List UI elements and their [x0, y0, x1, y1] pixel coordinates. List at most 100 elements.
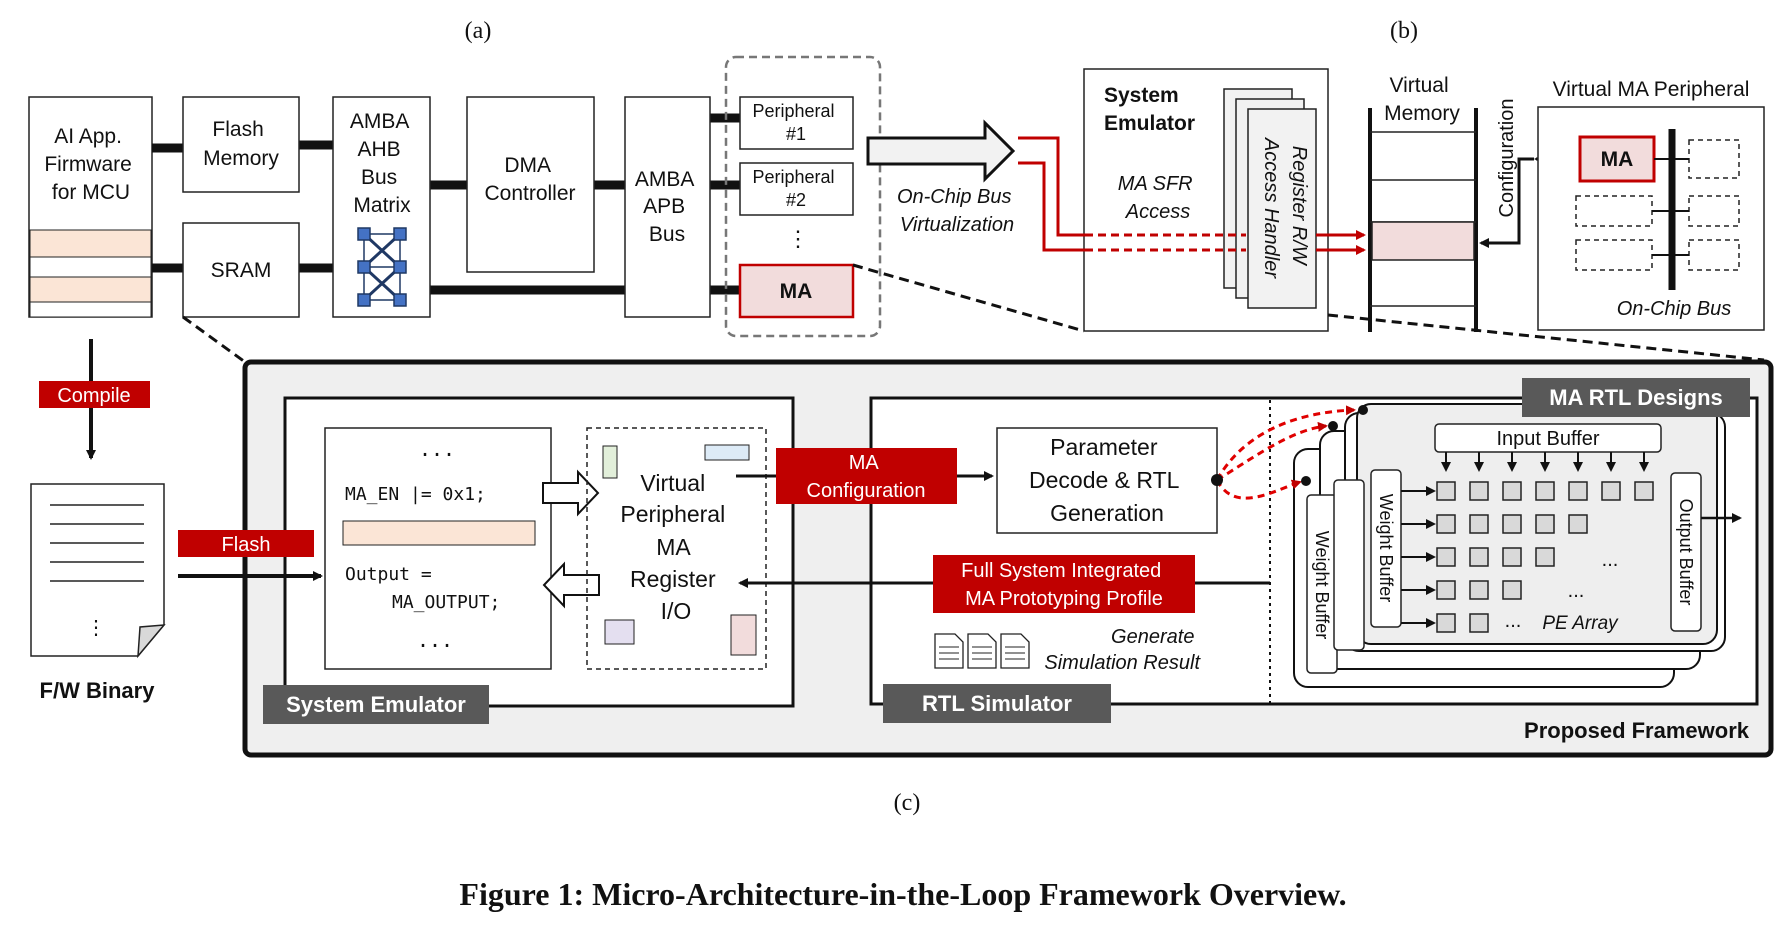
peripheral-2-line1: Peripheral	[752, 167, 834, 187]
pe-cell	[1568, 514, 1588, 534]
result-document-icon-3	[1000, 633, 1030, 669]
system-emulator-b-block: System Emulator MA SFR Access Register R…	[1083, 68, 1329, 332]
pe-cell	[1502, 514, 1522, 534]
flash-memory-line1: Flash	[212, 118, 263, 141]
svg-text:Peripheral #1: Peripheral #1	[752, 101, 839, 144]
svg-text:Register R/W Access Ha: Register R/W Access Handler	[1260, 137, 1310, 279]
apb-bus-block: AMBA APB Bus	[624, 96, 711, 318]
flash-memory-block: Flash Memory	[182, 96, 300, 193]
output-buffer-label: Output Buffer	[1676, 499, 1696, 606]
profile-line2: MA Prototyping Profile	[965, 588, 1163, 610]
apb-line1: AMBA	[635, 168, 695, 191]
flash-label: Flash	[222, 534, 271, 556]
profile-badge: Full System Integrated MA Prototyping Pr…	[933, 555, 1195, 613]
virtual-ma-label: MA	[1601, 148, 1634, 171]
virtual-peripheral-line4: Register	[630, 566, 716, 592]
zoom-lines	[182, 263, 1765, 364]
pe-cell	[1436, 547, 1456, 567]
rtl-target-dot-2	[1328, 421, 1338, 431]
apb-line3: Bus	[649, 223, 685, 246]
ahb-line2: AHB	[357, 138, 400, 161]
generate-line2: Simulation Result	[1044, 652, 1201, 674]
pe-dots-row4: ...	[1568, 580, 1585, 602]
pe-cell	[1436, 481, 1456, 501]
pe-cell	[1436, 514, 1456, 534]
svg-text:Peripheral #2: Peripheral #2	[752, 167, 839, 210]
code-highlight	[342, 520, 536, 546]
output-buffer-block: Output Buffer	[1670, 472, 1702, 632]
proposed-framework-label: Proposed Framework	[1524, 718, 1750, 743]
peripheral-2-block: Peripheral #2	[739, 162, 854, 216]
label-b: (b)	[1390, 18, 1418, 44]
parameter-decode-line3: Generation	[1050, 500, 1164, 526]
code-block: ... MA_EN |= 0x1; Output = MA_OUTPUT; ..…	[324, 427, 552, 670]
profile-line1: Full System Integrated	[961, 560, 1161, 582]
result-document-icon-2	[967, 633, 997, 669]
pe-cell	[1502, 547, 1522, 567]
pe-cell	[1535, 547, 1555, 567]
read-arrow-icon	[542, 561, 600, 609]
weight-buffer-label: Weight Buffer	[1376, 494, 1396, 602]
pe-array-label: PE Array	[1542, 613, 1619, 634]
virtual-ma-peripheral-block: MA On-Chip Bus	[1537, 106, 1765, 331]
weight-buffer-block: Weight Buffer	[1370, 469, 1402, 628]
pe-cell	[1601, 481, 1621, 501]
crossbar-icon	[357, 227, 407, 307]
rtl-target-dot-1	[1358, 405, 1368, 415]
pe-array	[1401, 452, 1654, 633]
virtualization-line1: On-Chip Bus	[897, 186, 1012, 208]
document-icon: ⋮	[30, 483, 166, 659]
virtual-memory-line2: Memory	[1384, 102, 1460, 125]
pe-cell	[1469, 514, 1489, 534]
peripheral-ellipsis: ⋮	[787, 226, 809, 251]
ahb-line3: Bus	[361, 166, 397, 189]
virtual-peripheral-line2: Peripheral	[620, 501, 725, 527]
sram-label: SRAM	[211, 259, 272, 282]
code-line1: MA_EN |= 0x1;	[345, 484, 486, 505]
pe-cell	[1469, 547, 1489, 567]
pe-cell	[1502, 580, 1522, 600]
ma-sfr-line2: Access	[1125, 201, 1190, 223]
virtual-peripheral-block: Virtual Peripheral MA Register I/O	[586, 427, 767, 670]
ma-label: MA	[780, 280, 813, 303]
generate-line1: Generate	[1111, 626, 1194, 648]
svg-text:MA SFR Access: MA SFR Access	[1118, 173, 1198, 223]
firmware-line2: Firmware	[44, 153, 132, 176]
rtl-generation-arrows	[1215, 405, 1356, 500]
system-emulator-tag-label: System Emulator	[286, 692, 466, 717]
svg-text:Virtual Memory: Virtual Memory	[1384, 74, 1460, 125]
firmware-block: AI App. Firmware for MCU	[28, 96, 153, 318]
svg-text:MA Configuration: MA Configuration	[807, 452, 926, 502]
ahb-line4: Matrix	[353, 194, 411, 217]
flash-badge: Flash	[178, 530, 314, 557]
code-line2: Output =	[345, 564, 432, 585]
pe-cell	[1469, 481, 1489, 501]
peripheral-1-block: Peripheral #1	[739, 96, 854, 150]
label-c: (c)	[894, 790, 921, 816]
rtl-target-dot-3	[1301, 476, 1311, 486]
pe-dots-row3: ...	[1602, 549, 1619, 571]
fw-binary-label: F/W Binary	[40, 678, 156, 703]
sram-block: SRAM	[182, 222, 300, 318]
ahb-line1: AMBA	[350, 110, 410, 133]
compile-badge: Compile	[39, 381, 150, 408]
red-connections-b	[1018, 136, 1366, 255]
weight-buffer-back-label: Weight Buffer	[1312, 531, 1332, 639]
pe-cell	[1535, 514, 1555, 534]
code-dots-bottom: ...	[417, 628, 453, 652]
virtualization-arrow	[866, 119, 1016, 183]
ma-rtl-designs-label: MA RTL Designs	[1549, 385, 1723, 410]
pe-cell	[1436, 580, 1456, 600]
bus-links	[152, 113, 740, 295]
virtual-peripheral-line5: I/O	[661, 598, 692, 624]
peripheral-1-line1: Peripheral	[752, 101, 834, 121]
peripheral-1-line2: #1	[786, 124, 806, 144]
compile-label: Compile	[57, 385, 130, 407]
peripheral-region	[724, 55, 882, 338]
system-emulator-tag: System Emulator	[263, 685, 489, 724]
svg-text:⋮: ⋮	[86, 617, 106, 639]
code-line3: MA_OUTPUT;	[392, 592, 500, 613]
simulation-result-icons	[934, 633, 1030, 669]
dma-line1: DMA	[504, 154, 551, 177]
svg-text:Flash Memory: Flash Memory	[203, 118, 279, 170]
